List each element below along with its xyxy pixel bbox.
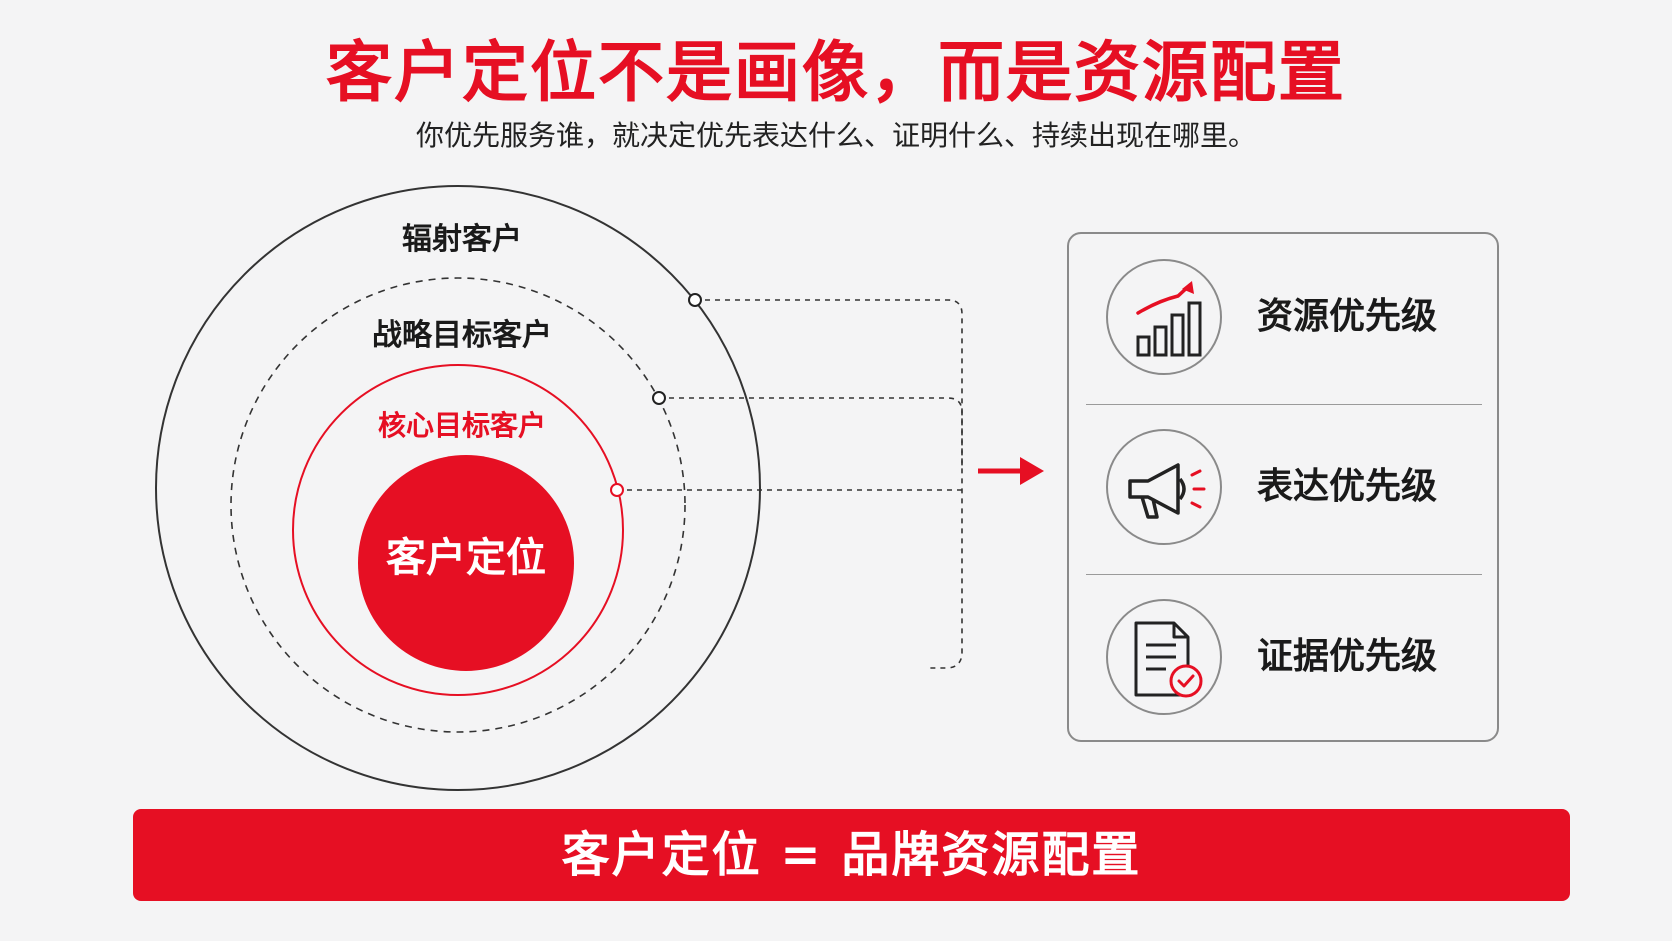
priority-row-evidence: 证据优先级 bbox=[1069, 574, 1497, 744]
inner-ring bbox=[292, 364, 624, 696]
priority-label: 证据优先级 bbox=[1257, 636, 1438, 677]
page-title: 客户定位不是画像，而是资源配置 bbox=[326, 34, 1346, 111]
connector-outer bbox=[695, 299, 963, 669]
outer-ring bbox=[155, 185, 761, 791]
arrow-right-icon bbox=[978, 457, 1044, 485]
icon-frame bbox=[1106, 259, 1222, 375]
megaphone-icon bbox=[1128, 463, 1206, 519]
middle-ring bbox=[230, 277, 686, 733]
anchor-dot-inner bbox=[610, 483, 624, 497]
priority-row-expression: 表达优先级 bbox=[1069, 404, 1497, 574]
priority-panel: 资源优先级 表达优先级 bbox=[1067, 232, 1499, 742]
divider bbox=[1086, 574, 1482, 575]
banner-text: 客户定位 = 品牌资源配置 bbox=[561, 827, 1142, 883]
divider bbox=[1086, 404, 1482, 405]
core-label: 客户定位 bbox=[386, 535, 546, 581]
inner-ring-label: 核心目标客户 bbox=[377, 409, 546, 442]
icon-frame bbox=[1106, 429, 1222, 545]
anchor-dot-middle bbox=[652, 391, 666, 405]
middle-ring-label: 战略目标客户 bbox=[372, 318, 552, 353]
page-subtitle: 你优先服务谁，就决定优先表达什么、证明什么、持续出现在哪里。 bbox=[415, 119, 1256, 152]
summary-banner: 客户定位 = 品牌资源配置 bbox=[133, 809, 1570, 901]
icon-frame bbox=[1106, 599, 1222, 715]
anchor-dot-outer bbox=[688, 293, 702, 307]
connector-middle bbox=[659, 397, 963, 470]
document-check-icon bbox=[1134, 621, 1203, 698]
priority-label: 表达优先级 bbox=[1257, 466, 1438, 507]
outer-ring-label: 辐射客户 bbox=[402, 222, 522, 257]
priority-row-resource: 资源优先级 bbox=[1069, 234, 1497, 404]
priority-label: 资源优先级 bbox=[1257, 296, 1438, 337]
core-circle bbox=[358, 455, 574, 671]
growth-chart-icon bbox=[1136, 281, 1202, 357]
